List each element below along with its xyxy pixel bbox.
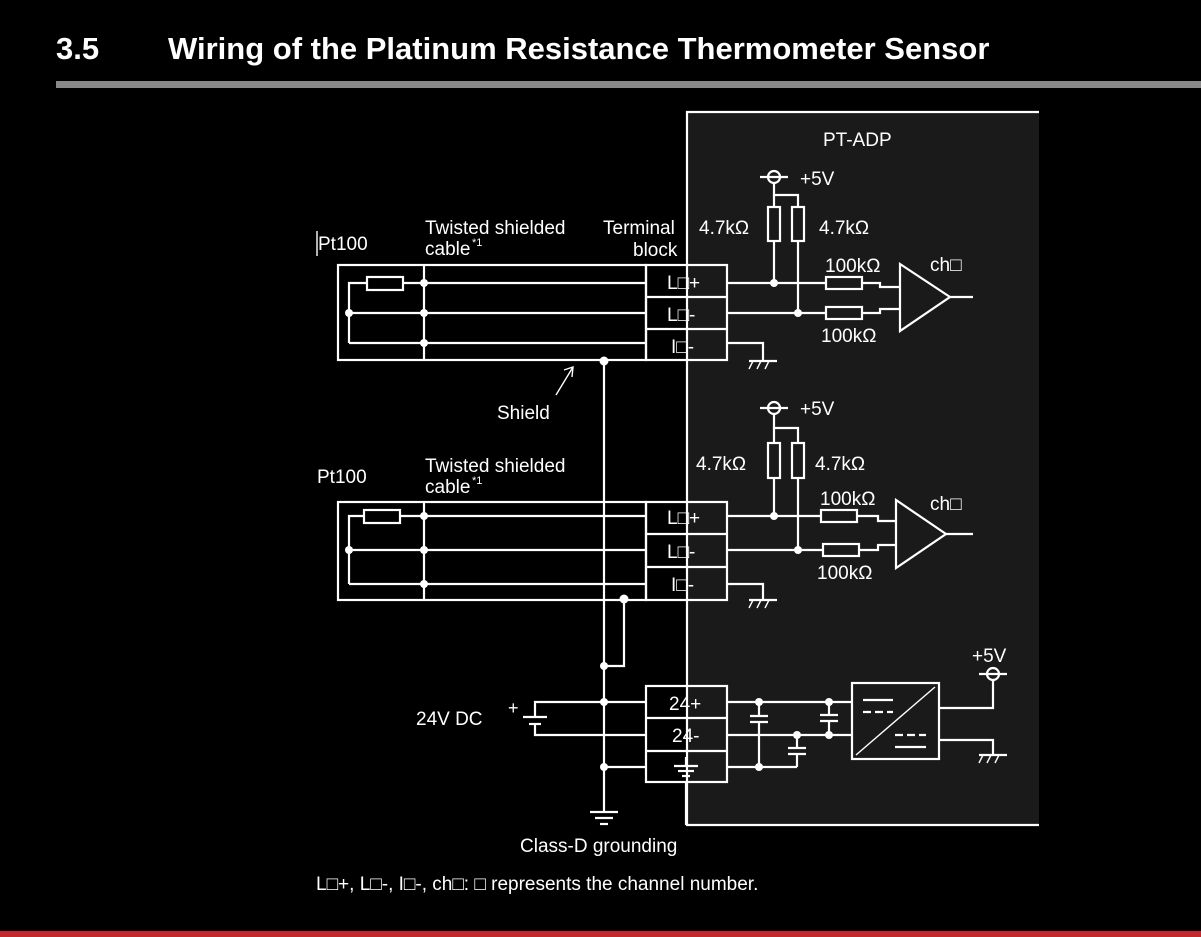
pullup-right-label-1: 4.7kΩ <box>819 218 869 239</box>
node <box>420 512 428 520</box>
node <box>770 279 778 287</box>
node <box>420 309 428 317</box>
node <box>345 546 353 554</box>
sensor-1-note-mark: *1 <box>472 237 482 249</box>
r-top-label-2: 100kΩ <box>820 489 875 510</box>
battery-wire-plus <box>533 700 646 717</box>
capacitor-2-icon <box>788 735 806 767</box>
pt-adp-module-border <box>685 110 1039 827</box>
node <box>420 279 428 287</box>
wire <box>859 543 896 552</box>
ground-icon <box>748 598 777 609</box>
supply-wire-2 <box>772 414 800 443</box>
terminal-l-plus-2: L□+ <box>667 508 700 529</box>
terminal-i-minus-1: I□- <box>671 337 694 358</box>
bottom-bar <box>0 931 1201 937</box>
sensor-2-element <box>362 508 402 525</box>
converter-diagonal <box>855 686 936 756</box>
sensor-1-element <box>365 275 405 292</box>
capacitor-3-icon <box>820 702 838 735</box>
wire <box>857 514 896 523</box>
footnote: L□+, L□-, I□-, ch□: □ represents the cha… <box>316 874 758 895</box>
section-title: Wiring of the Platinum Resistance Thermo… <box>168 31 989 66</box>
converter-output-label: +5V <box>972 646 1007 667</box>
sensor-2-cable-label: Twisted shielded <box>425 456 565 477</box>
node <box>420 546 428 554</box>
node <box>600 662 608 670</box>
r-bottom-label-2: 100kΩ <box>817 563 872 584</box>
power-polarity-mark: + <box>508 698 519 718</box>
sensor-2-note-mark: *1 <box>472 475 482 487</box>
earth-ground-icon <box>590 810 618 826</box>
section-number: 3.5 <box>56 31 99 66</box>
terminal-block-label-1: Terminal <box>603 218 675 239</box>
terminal-l-minus-1: L□- <box>667 305 695 326</box>
battery-wire-minus <box>533 724 646 737</box>
node <box>770 512 778 520</box>
node <box>794 546 802 554</box>
wire <box>939 680 995 710</box>
wire <box>727 341 765 361</box>
terminal-24-plus: 24+ <box>669 694 701 715</box>
ground-icon <box>748 359 777 370</box>
terminal-l-plus-1: L□+ <box>667 273 700 294</box>
grounding-label: Class-D grounding <box>520 836 677 857</box>
supply-wire-1 <box>772 183 800 207</box>
capacitor-1-icon <box>750 702 768 767</box>
pullup-left-label-1: 4.7kΩ <box>699 218 749 239</box>
wire <box>939 738 995 755</box>
dc-dc-converter-icon <box>850 681 941 761</box>
wire <box>862 281 900 289</box>
amplifier-2-icon <box>894 497 948 571</box>
sensor-2-cable-label2: cable <box>425 477 470 498</box>
r-top-label-1: 100kΩ <box>825 256 880 277</box>
sensor-2-wire-left <box>347 514 364 584</box>
header-rule <box>56 81 1201 88</box>
terminal-block-label-2: block <box>633 240 678 261</box>
sensor-1-cable-label2: cable <box>425 239 470 260</box>
node <box>794 309 802 317</box>
supply-label-1: +5V <box>800 169 835 190</box>
pullup-left-label-2: 4.7kΩ <box>696 454 746 475</box>
node <box>420 339 428 347</box>
pt-adp-module-box <box>687 112 1039 825</box>
terminal-l-minus-2: L□- <box>667 542 695 563</box>
r-bottom-label-1: 100kΩ <box>821 326 876 347</box>
shield-pointer <box>555 366 574 396</box>
channel-output-label-2: ch□ <box>930 494 962 515</box>
module-name: PT-ADP <box>823 130 892 151</box>
wire <box>727 582 765 600</box>
terminal-i-minus-2: I□- <box>671 575 694 596</box>
sensor-1-wire-left <box>347 281 367 343</box>
sensor-1-label: Pt100 <box>318 234 368 255</box>
wire <box>862 307 900 315</box>
node <box>345 309 353 317</box>
channel-output-label-1: ch□ <box>930 255 962 276</box>
shield-label: Shield <box>497 403 550 424</box>
ground-icon <box>978 753 1007 764</box>
pullup-right-label-2: 4.7kΩ <box>815 454 865 475</box>
sensor-1-cable-label: Twisted shielded <box>425 218 565 239</box>
amplifier-1-icon <box>898 261 952 334</box>
shield-pointer-head <box>563 365 574 378</box>
node <box>420 580 428 588</box>
terminal-24-minus: 24- <box>672 726 699 747</box>
terminal-ground-icon <box>674 757 698 778</box>
shield-bus-2 <box>604 599 626 668</box>
power-source-label: 24V DC <box>416 709 483 730</box>
sensor-2-label: Pt100 <box>317 467 367 488</box>
supply-label-2: +5V <box>800 399 835 420</box>
